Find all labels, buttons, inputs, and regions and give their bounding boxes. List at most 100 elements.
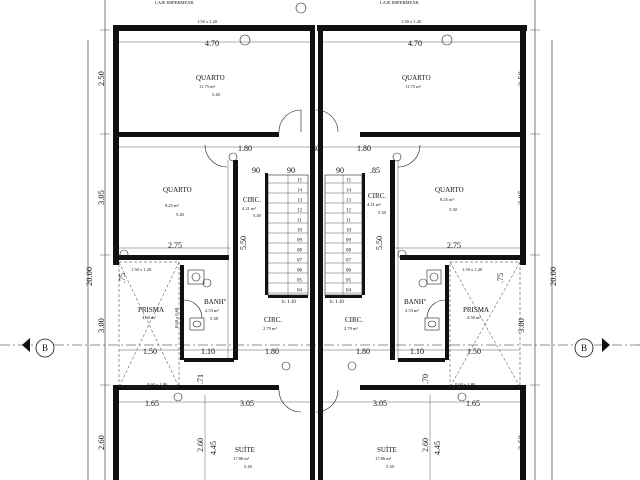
right-dim-150: 1.50 <box>467 347 481 356</box>
right-top-window: 1.50 x 1.20 <box>401 19 422 24</box>
side-dim-300-right: 3.00 <box>516 318 526 333</box>
right-stair-step-number: 08 <box>346 249 352 254</box>
left-stair-step-number: 10 <box>297 229 303 234</box>
right-dim-445: 4.45 <box>433 441 442 455</box>
right-stair-step-number: 06 <box>346 269 352 274</box>
door-swings <box>183 109 446 413</box>
right-stair-step-number: 04 <box>346 289 352 294</box>
right-stair-step-number: 10 <box>346 229 352 234</box>
walls <box>113 25 527 480</box>
left-quarto-mid-name: QUARTO <box>163 186 192 194</box>
right-quarto-top-name: QUARTO <box>402 74 431 82</box>
left-stair-step-number: 04 <box>297 289 303 294</box>
right-circ-up-name: CIRC. <box>368 192 386 200</box>
left-dim-110: 1.10 <box>201 347 215 356</box>
right-dim-180b: 1.80 <box>356 347 370 356</box>
side-dim-260-right: 2.60 <box>516 435 526 450</box>
left-quarto-mid-area: 8.25 m² <box>165 203 180 208</box>
right-circ-low-name: CIRC. <box>345 316 363 324</box>
left-quarto-top-name: QUARTO <box>196 74 225 82</box>
prisma-right <box>449 261 521 388</box>
left-stair-step-number: 07 <box>297 259 303 264</box>
right-suite-area: 17.86 m² <box>375 456 392 461</box>
right-banho-area: 2.53 m² <box>405 308 420 313</box>
left-circ-low-name: CIRC. <box>264 316 282 324</box>
left-dim-260: 2.60 <box>196 438 205 452</box>
left-stair-h: h: 1.10 <box>282 300 296 305</box>
right-prisma-name: PRISMA <box>463 306 489 314</box>
left-prisma-name: PRISMA <box>138 306 164 314</box>
axis-label-left: B <box>42 343 48 353</box>
right-dim-165: 1.65 <box>466 399 480 408</box>
stair-left <box>267 174 309 296</box>
right-circ-up-area: 4.21 m² <box>367 202 382 207</box>
left-quarto-top-area: 11.75 m² <box>199 84 216 89</box>
right-dim-305: 3.05 <box>373 399 387 408</box>
right-circ-low-area: 2.79 m² <box>344 326 359 331</box>
inner-dimension-lines <box>119 41 520 480</box>
left-circ-up-level: 5.40 <box>253 213 262 218</box>
right-circ-up-level: 5.30 <box>378 210 387 215</box>
right-dim-550: 5.50 <box>375 236 384 250</box>
axis-bubble-left <box>35 338 55 358</box>
left-stair-step-number: 15 <box>297 179 303 184</box>
left-top-width: 4.70 <box>205 39 219 48</box>
left-stair-step-number: 11 <box>297 219 302 224</box>
right-quarto-mid-area: 8.25 m² <box>440 197 455 202</box>
right-stair-step-number: 13 <box>346 199 352 204</box>
left-dim-30: .30 <box>310 144 320 153</box>
right-quarto-top-area: 11.75 m² <box>405 84 422 89</box>
left-suite-area: 17.86 m² <box>233 456 250 461</box>
right-dim-275: 2.75 <box>447 241 461 250</box>
right-suite-level: 5.30 <box>386 464 395 469</box>
left-stair-step-number: 08 <box>297 249 303 254</box>
left-dim-275: 2.75 <box>168 241 182 250</box>
right-top-width: 4.70 <box>408 39 422 48</box>
left-dim-550: 5.50 <box>239 236 248 250</box>
right-stair-step-number: 11 <box>346 219 351 224</box>
side-dim-300-left: 3.00 <box>96 318 106 333</box>
axis-bubble-right <box>574 338 594 358</box>
side-dim-305-right: 3.05 <box>516 190 526 205</box>
tag-circles <box>119 2 467 402</box>
outer-dimension-lines <box>87 0 553 480</box>
left-circ-up-name: CIRC. <box>243 196 261 204</box>
right-dim-260: 2.60 <box>421 438 430 452</box>
side-dim-2000-left: 20.00 <box>84 267 94 286</box>
left-dim-180: 1.80 <box>238 144 252 153</box>
side-dim-250-left: 2.50 <box>96 71 106 86</box>
left-quarto-mid-level: 5.40 <box>176 212 185 217</box>
right-banho-name: BANHº <box>404 298 427 306</box>
left-prisma-area: 4.60 m² <box>142 315 157 320</box>
right-stair-step-number: 05 <box>346 279 352 284</box>
right-stair-step-number: 07 <box>346 259 352 264</box>
prisma-left <box>118 261 180 388</box>
axis-label-right: B <box>581 343 587 353</box>
right-window-suite: 0.60 x 1.80 <box>455 382 476 387</box>
left-banho-name: BANHº <box>204 298 227 306</box>
side-dim-2000-right: 20.00 <box>548 267 558 286</box>
right-stair-step-number: 15 <box>346 179 352 184</box>
right-window-prisma: 1.50 x 1.20 <box>462 267 483 272</box>
left-dim-445: 4.45 <box>209 441 218 455</box>
side-dim-75-right: .75 <box>496 273 505 283</box>
right-quarto-mid-name: QUARTO <box>435 186 464 194</box>
side-dim-305-left: 3.05 <box>96 190 106 205</box>
left-stair-step-number: 14 <box>297 189 303 194</box>
right-stair-step-number: 12 <box>346 209 352 214</box>
left-suite-level: 5.40 <box>244 464 253 469</box>
left-quarto-top-level: 5.40 <box>212 92 221 97</box>
right-stair-step-number: 14 <box>346 189 352 194</box>
right-dim-85: .85 <box>370 166 380 175</box>
left-window-banho-side: 0.60 x 0.60 <box>174 307 179 328</box>
left-window-prisma: 1.50 x 1.20 <box>131 267 152 272</box>
left-stair-step-number: 12 <box>297 209 303 214</box>
right-stair-h: h: 1.10 <box>330 300 344 305</box>
left-stair-step-number: 05 <box>297 279 303 284</box>
roof-label-left: LAJE IMPERMEAB. <box>155 0 195 5</box>
right-suite-name: SUÍTE <box>377 446 397 454</box>
left-banho-level: 5.38 <box>210 316 219 321</box>
bath-fixtures <box>187 269 442 331</box>
